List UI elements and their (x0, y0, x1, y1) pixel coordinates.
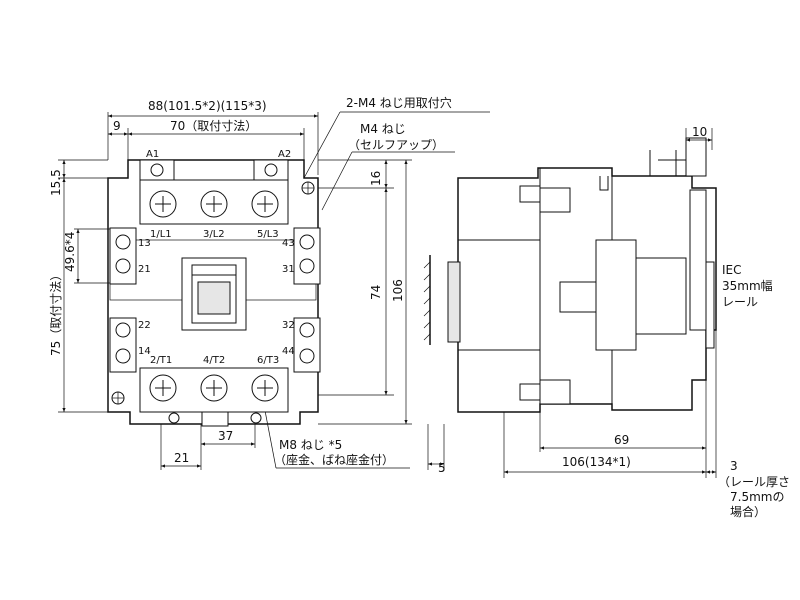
terminal-aux21: 21 (138, 264, 151, 275)
dim-bottom-37: 37 (201, 429, 255, 446)
terminal-l1: 1/L1 (150, 229, 172, 240)
dim-mount-width-label: 70（取付寸法） (170, 119, 257, 133)
terminal-aux44: 44 (282, 346, 295, 357)
label-self-up: （セルフアップ） (348, 138, 444, 152)
terminal-l2: 3/L2 (203, 229, 225, 240)
dim-mount-left: 49.6*4 (63, 229, 80, 283)
rail-label-1: IEC (722, 263, 742, 277)
dim-inner-height: 74 (369, 188, 388, 395)
dim-mount-height: 75（取付寸法） (49, 178, 66, 412)
dim-bottom-21: 21 (161, 451, 201, 468)
dim-side-top-10: 10 (686, 125, 712, 142)
dim-base-5-label: 5 (438, 461, 446, 475)
dim-top-terminal-label: 16 (369, 171, 383, 186)
dim-rail-3-label: 3 (730, 459, 738, 473)
dim-bottom-37-label: 37 (218, 429, 233, 443)
terminal-l3: 5/L3 (257, 229, 279, 240)
dim-bottom-21-label: 21 (174, 451, 189, 465)
rail-label-3: レール (722, 295, 758, 309)
dim-side-depth: 106(134*1) (504, 455, 706, 474)
dim-overall-width-label: 88(101.5*2)(115*3) (148, 99, 267, 113)
dim-side-69-label: 69 (614, 433, 629, 447)
rail-note-1: （レール厚さ (718, 475, 790, 489)
dim-top-terminal: 16 (369, 160, 388, 188)
label-mount-hole: 2-M4 ねじ用取付穴 (346, 95, 452, 110)
leader-mount-hole: 2-M4 ねじ用取付穴 (303, 95, 490, 179)
rail-note-3: 場合） (730, 504, 766, 519)
dim-mount-width: 70（取付寸法） (127, 119, 304, 136)
terminal-aux13: 13 (138, 238, 151, 249)
label-washer: （座金、ばね座金付） (274, 452, 394, 467)
dim-side-69: 69 (540, 433, 706, 450)
dim-overall-width: 88(101.5*2)(115*3) (108, 99, 318, 118)
dim-top-offset-label: 15.5 (49, 169, 63, 196)
dim-mount-height-label: 75（取付寸法） (49, 269, 63, 356)
dim-inner-height-label: 74 (369, 285, 383, 300)
terminal-aux22: 22 (138, 320, 151, 331)
terminal-aux32: 32 (282, 320, 295, 331)
dim-left-offset: 9 (108, 119, 128, 136)
bottom-main-terminals (139, 367, 289, 413)
top-main-terminals (139, 179, 289, 225)
terminal-t1: 2/T1 (150, 355, 172, 366)
dim-left-offset-label: 9 (113, 119, 121, 133)
rail-label-2: 35mm幅 (722, 278, 773, 293)
dim-side-depth-label: 106(134*1) (562, 455, 631, 469)
leader-m4-screw: M4 ねじ （セルフアップ） (321, 122, 455, 211)
dim-total-height: 106 (391, 160, 408, 424)
terminal-t3: 6/T3 (257, 355, 279, 366)
dim-total-height-label: 106 (391, 279, 405, 302)
terminal-aux43: 43 (282, 238, 295, 249)
center-armature (181, 257, 247, 331)
terminal-aux14: 14 (138, 346, 151, 357)
terminal-a1: A1 (146, 149, 159, 160)
dim-mount-left-label: 49.6*4 (63, 232, 77, 272)
label-m4-screw: M4 ねじ (360, 122, 406, 136)
aux-block-left (109, 227, 137, 373)
side-view: IEC 35mm幅 レール 10 69 106(134*1) 3 （レール厚さ … (423, 125, 790, 519)
dim-rail-3: 3 (706, 459, 738, 474)
leader-m8-screw: M8 ねじ *5 （座金、ばね座金付） (261, 394, 410, 469)
aux-block-right (293, 227, 321, 373)
front-view: 88(101.5*2)(115*3) 9 70（取付寸法） 2-M4 ねじ用取付… (49, 95, 490, 475)
dim-base-5: 5 (428, 461, 446, 475)
label-m8-screw: M8 ねじ *5 (279, 438, 342, 452)
dim-top-offset: 15.5 (49, 160, 66, 196)
terminal-aux31: 31 (282, 264, 295, 275)
terminal-t2: 4/T2 (203, 355, 225, 366)
dim-side-top-10-label: 10 (692, 125, 707, 139)
rail-note-2: 7.5mmの (730, 490, 784, 504)
terminal-a2: A2 (278, 149, 291, 160)
